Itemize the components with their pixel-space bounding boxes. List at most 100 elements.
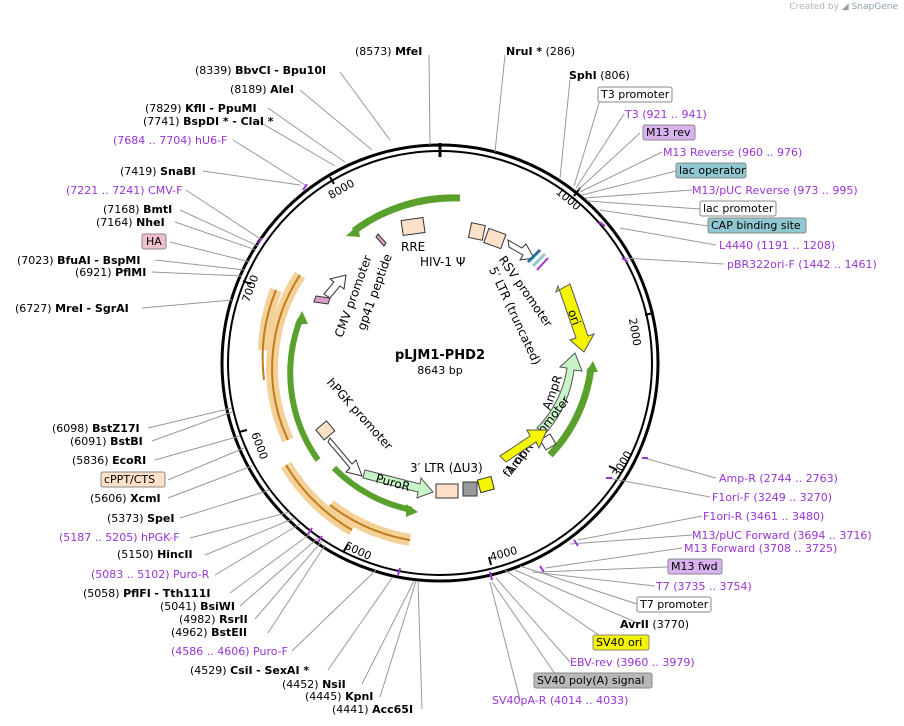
snapgene-credit: Created by ◢ SnapGene xyxy=(789,2,898,12)
tick-label: 3000 xyxy=(610,449,635,480)
green-arrow-right xyxy=(547,367,595,458)
site-label-sphi: SphI (806) xyxy=(569,69,630,82)
site-label-kfli: (7829) KflI - PpuMI xyxy=(145,102,257,115)
cmv-promoter-arrow xyxy=(323,274,347,299)
t7-promoter-label: T7 promoter xyxy=(639,598,709,611)
cap-binding-site-label: CAP binding site xyxy=(711,219,801,232)
site-label-hincii: (5150) HincII xyxy=(117,548,193,561)
lac-operator-box xyxy=(675,162,747,179)
site-label-spei: (5373) SpeI xyxy=(107,512,174,525)
site-label-pflmi: (6921) PflMI xyxy=(75,266,146,279)
credit-brand: SnapGene xyxy=(851,2,898,12)
right-labels: NruI * (286) SphI (806) T3 promoter T3 (… xyxy=(492,45,877,707)
cap-binding-site-box xyxy=(707,217,807,234)
ampr-arrow xyxy=(536,352,583,435)
primer-label-cmv-f: (7221 .. 7241) CMV-F xyxy=(66,184,182,197)
f1-ori-arrow xyxy=(499,429,548,463)
primer-label-m13-puc-reverse: M13/pUC Reverse (973 .. 995) xyxy=(692,184,858,197)
arrowhead xyxy=(586,361,598,372)
site-label-nsii: (4452) NsiI xyxy=(282,678,346,691)
orange-arrow-3-core xyxy=(285,464,353,531)
ltr3-label: 3′ LTR (ΔU3) xyxy=(410,461,483,475)
sv40-polya-box xyxy=(462,481,478,497)
tick-label: 2000 xyxy=(626,317,644,347)
primer-label-l4440: L4440 (1191 .. 1208) xyxy=(719,239,835,252)
hpgk-promoter-arrow xyxy=(327,437,363,477)
t3-promoter-label: T3 promoter xyxy=(600,88,670,101)
feature-ticks-top-right xyxy=(526,248,549,271)
site-label-mrei: (6727) MreI - SgrAI xyxy=(15,302,129,315)
site-label-bspdi: (7741) BspDI * - ClaI * xyxy=(143,115,274,128)
cmv-box xyxy=(313,295,331,305)
primer-label-hu6-f: (7684 .. 7704) hU6-F xyxy=(113,134,227,147)
ha-label: HA xyxy=(146,235,162,248)
ampr-promoter-arrow xyxy=(539,433,557,451)
rsv-promoter-arrow xyxy=(507,239,535,261)
site-label-bbvci: (8339) BbvCI - Bpu10I xyxy=(195,64,326,77)
site-label-bmti: (7168) BmtI xyxy=(103,203,172,216)
credit-created-by: Created by xyxy=(789,2,839,12)
plasmid-length: 8643 bp xyxy=(417,364,462,377)
site-label-snabi: (7419) SnaBI xyxy=(120,165,196,178)
ori-arrow xyxy=(555,283,596,353)
site-label-bstbi: (6091) BstBI xyxy=(70,435,143,448)
hpgk-box xyxy=(315,420,336,441)
site-label-ecori: (5836) EcoRI xyxy=(72,454,146,467)
lac-promoter-label: lac promoter xyxy=(703,202,774,215)
primer-label-hpgk-f: (5187 .. 5205) hPGK-F xyxy=(59,531,180,544)
site-label-nhei: (7164) NheI xyxy=(96,216,165,229)
green-arrow-bottom xyxy=(331,465,413,513)
site-label-xcmi: (5606) XcmI xyxy=(90,492,161,505)
site-label-bsiwi: (5041) BsiWI xyxy=(160,600,235,613)
m13-fwd-box xyxy=(667,558,723,575)
puror-label: PuroR xyxy=(374,471,411,494)
primer-label-ebv-rev: EBV-rev (3960 .. 3979) xyxy=(570,656,695,669)
orange-arrow-2-core xyxy=(261,289,277,381)
sv40-ori-box xyxy=(476,475,495,494)
left-labels: (8573) MfeI (8339) BbvCI - Bpu10I (8189)… xyxy=(15,45,422,716)
tick-label: 6000 xyxy=(248,430,270,461)
primer-label-f1ori-r: F1ori-R (3461 .. 3480) xyxy=(703,510,824,523)
sv40-ori-label-box xyxy=(592,634,650,651)
ltr3-box xyxy=(435,483,459,499)
tick-label: 7000 xyxy=(240,273,262,304)
lac-promoter-box xyxy=(699,200,777,217)
green-arrow-top xyxy=(351,194,461,234)
rre-label: RRE xyxy=(401,240,425,254)
primer-label-t7: T7 (3735 .. 3754) xyxy=(655,580,752,593)
site-label-avrii: AvrII (3770) xyxy=(620,618,689,631)
m13-rev-box xyxy=(642,124,696,141)
primer-label-t3: T3 (921 .. 941) xyxy=(624,108,707,121)
backbone xyxy=(220,143,660,583)
primer-label-pbr322ori-f: pBR322ori-F (1442 .. 1461) xyxy=(727,258,877,271)
site-label-bfuai: (7023) BfuAI - BspMI xyxy=(17,254,140,267)
puror-arrow xyxy=(362,469,434,499)
arrowhead xyxy=(406,504,418,517)
hiv-psi-label: HIV-1 Ψ xyxy=(420,255,465,269)
sv40-polya-label: SV40 poly(A) signal xyxy=(537,674,644,687)
primer-label-m13-forward: M13 Forward (3708 .. 3725) xyxy=(684,542,837,555)
arrowhead xyxy=(346,225,360,237)
site-label-mfei: (8573) MfeI xyxy=(355,45,422,58)
site-label-nrui: NruI * (286) xyxy=(506,45,575,58)
leader-lines xyxy=(141,54,725,710)
primer-sites xyxy=(257,183,648,581)
cppt-box xyxy=(100,471,166,488)
primer-label-amp-r: Amp-R (2744 .. 2763) xyxy=(719,472,838,485)
snapgene-logo-icon: ◢ xyxy=(841,2,849,12)
sv40-ori-label: SV40 ori xyxy=(596,636,642,649)
m13-rev-label: M13 rev xyxy=(646,126,691,139)
primer-label-puro-f: (4586 .. 4606) Puro-F xyxy=(171,645,288,658)
ha-box xyxy=(141,233,167,250)
arrowhead xyxy=(295,311,308,324)
primer-label-sv40pa-r: SV40pA-R (4014 .. 4033) xyxy=(492,694,628,707)
primer-label-m13-reverse: M13 Reverse (960 .. 976) xyxy=(663,146,802,159)
site-label-kpni: (4445) KpnI xyxy=(305,690,373,703)
plasmid-name: pLJM1-PHD2 xyxy=(395,348,485,363)
site-label-csii: (4529) CsiI - SexAI * xyxy=(190,664,309,677)
rre-box xyxy=(400,216,426,237)
orange-arrow-4-core xyxy=(329,504,411,541)
psi-box xyxy=(467,222,486,241)
sv40-polya-label-box xyxy=(533,672,653,689)
